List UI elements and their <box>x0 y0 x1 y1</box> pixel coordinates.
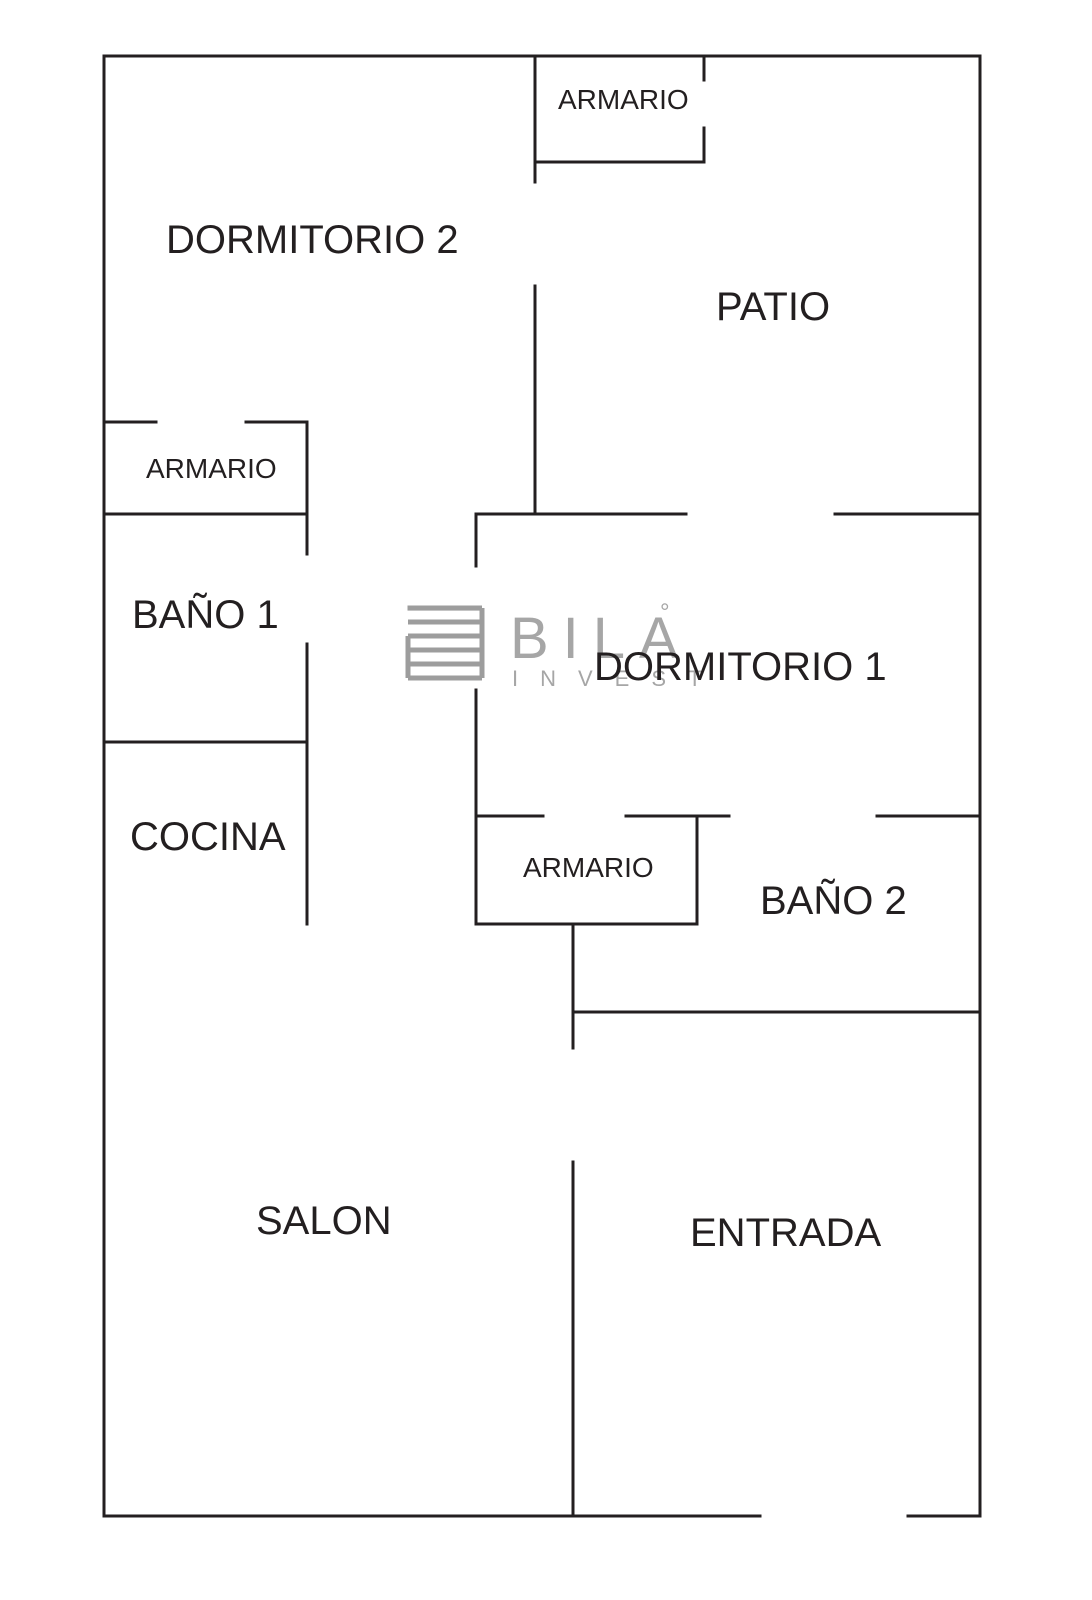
watermark-sub: INVEST <box>512 666 723 691</box>
bila-logo-icon <box>405 605 485 681</box>
watermark: BILA ° INVEST <box>405 599 723 691</box>
room-label-patio: PATIO <box>716 285 830 329</box>
room-label-bano-2: BAÑO 2 <box>760 878 907 923</box>
watermark-brand: BILA <box>510 606 692 671</box>
watermark-degree: ° <box>660 599 670 626</box>
room-labels: DORMITORIO 2 ARMARIO PATIO ARMARIO BAÑO … <box>130 84 907 1255</box>
room-label-armario-left: ARMARIO <box>146 453 277 484</box>
room-label-armario-top: ARMARIO <box>558 84 689 115</box>
room-label-cocina: COCINA <box>130 815 286 859</box>
room-label-armario-center: ARMARIO <box>523 852 654 883</box>
walls <box>102 54 982 1518</box>
room-label-dormitorio-2: DORMITORIO 2 <box>166 218 459 262</box>
room-label-dormitorio-1: DORMITORIO 1 <box>594 645 887 689</box>
room-label-salon: SALON <box>256 1199 392 1243</box>
room-label-entrada: ENTRADA <box>690 1211 881 1255</box>
room-label-bano-1: BAÑO 1 <box>132 592 279 637</box>
